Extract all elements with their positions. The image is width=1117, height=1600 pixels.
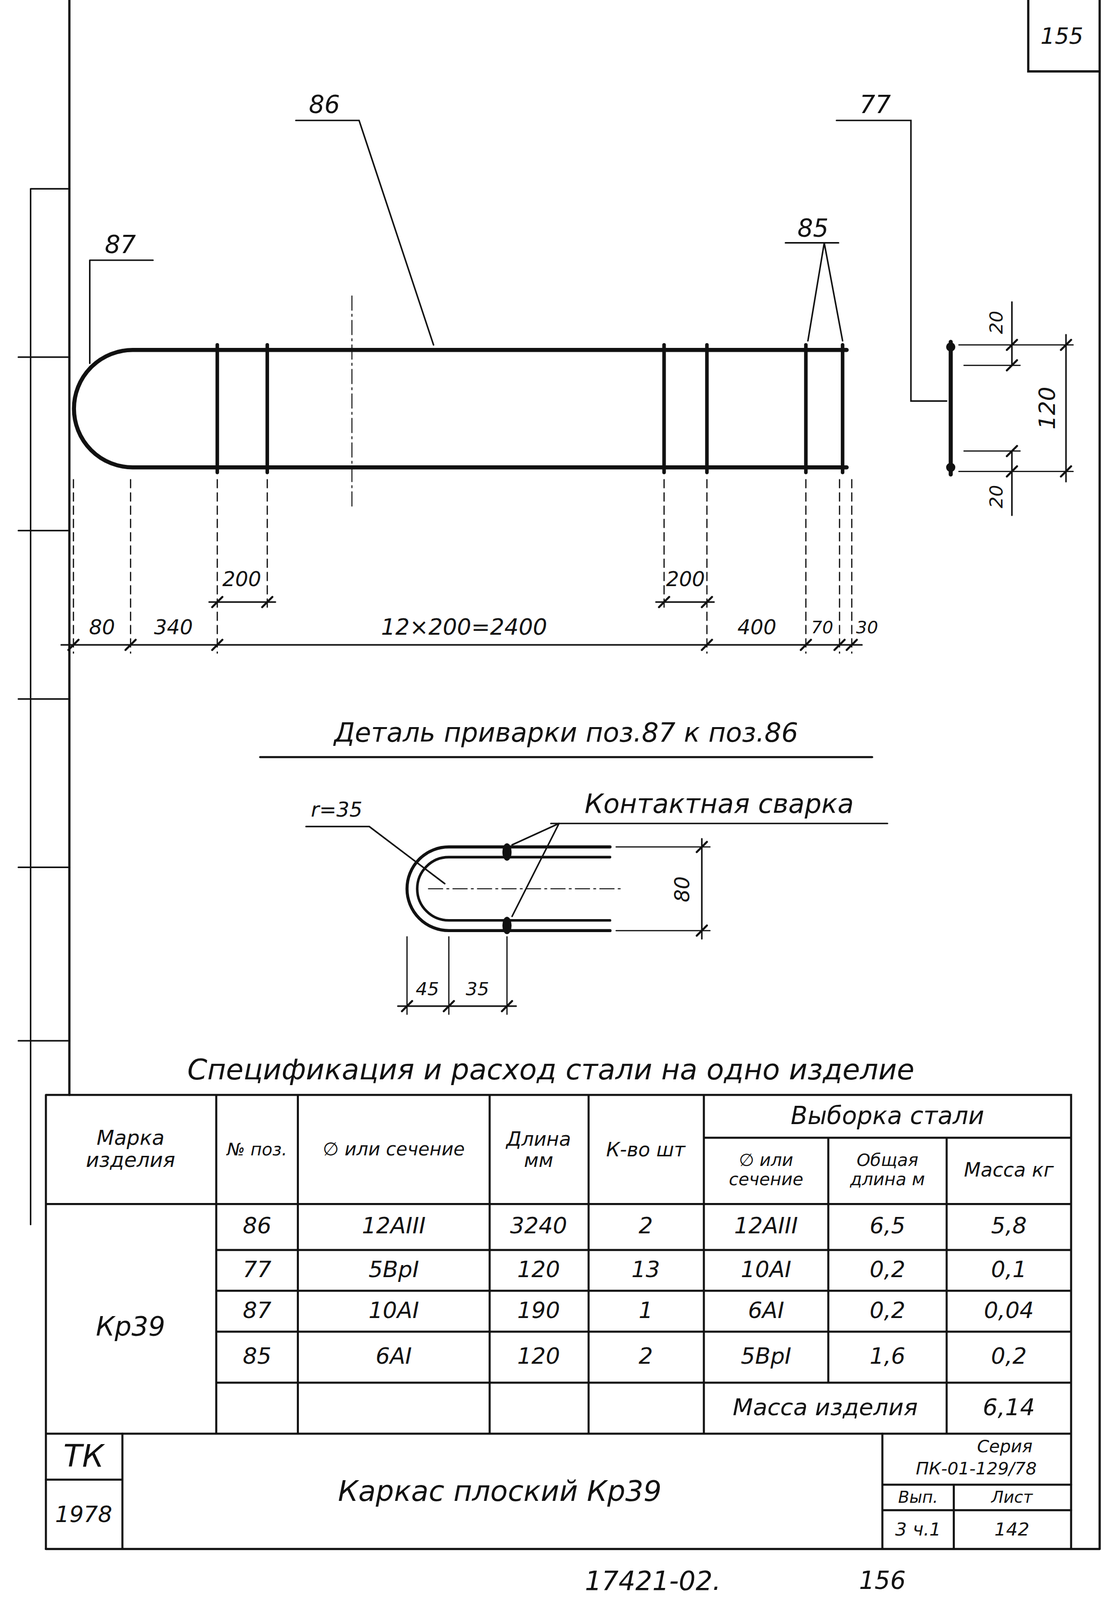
table-cell: 87 [242,1298,271,1323]
table-cell: 5ВрI [368,1257,420,1283]
dimension: 20 [986,310,1007,335]
title-block-cell: 142 [994,1519,1030,1541]
table-cell: 6АI [375,1344,412,1369]
table-cell: 190 [517,1298,561,1323]
bar-dot [946,463,955,472]
table-grid [45,1094,1071,1550]
leader-line [306,823,888,917]
table-cell: 0,1 [990,1257,1027,1283]
weld-point [502,844,512,861]
table-header: ∅ или сечение [707,1151,825,1190]
callout-number: 77 [859,91,891,119]
table-cell: 6,14 [982,1394,1036,1421]
title-block-cell: 3 ч.1 [895,1519,941,1541]
dimension: 20 [986,485,1007,509]
table-cell: 0,2 [990,1344,1027,1369]
dimension-tick [401,841,707,1012]
table-cell: 0,04 [983,1298,1034,1323]
title-block-cell: ПК-01-129/78 [915,1459,1037,1479]
page-number: 156 [859,1567,906,1595]
extension-line [73,479,852,654]
leader-line [89,120,947,401]
note: Контактная сварка [584,789,854,819]
center-line [351,295,353,511]
callout-number: 85 [797,215,829,243]
table-cell: Кр39 [95,1311,166,1341]
frame [45,0,1100,1550]
table-cell: 86 [242,1213,271,1239]
page-number: 155 [1040,24,1084,50]
table-cell: 1 [638,1298,654,1323]
title-block-cell: Серия [976,1437,1033,1457]
dimension: 120 [1035,386,1060,430]
title-block-cell: ТК [63,1439,104,1474]
title-block-cell: Лист [991,1488,1033,1507]
dimension: 70 [811,617,834,638]
dimension: 35 [465,979,490,1000]
table-cell: 0,2 [869,1257,906,1283]
table-cell: 2 [638,1213,654,1239]
table-header: Длина мм [493,1128,584,1172]
table-cell: 0,2 [869,1298,906,1323]
table-cell: 13 [631,1257,660,1283]
table-cell: 77 [242,1257,271,1283]
extension-line [407,847,711,1015]
drawing-title: Каркас плоский Кр39 [337,1475,662,1507]
table-cell: 5ВрI [740,1344,792,1369]
dimension-tick [68,597,857,651]
callout-number: 87 [104,231,137,259]
callout-number: 86 [308,91,341,119]
table-cell: 6АI [747,1298,784,1323]
table-cell: 120 [517,1257,561,1283]
cross-bar [217,345,843,473]
dimension-tick [1006,339,1072,477]
dimension-line [1012,302,1066,516]
table-cell: Масса изделия [732,1394,918,1421]
table-cell: 5,8 [990,1213,1027,1239]
table-cell: 3240 [510,1213,568,1239]
title-block-grid [45,1433,1071,1550]
table-cell: 12АIII [734,1213,798,1239]
table-header: Выборка стали [790,1102,985,1130]
title-block-cell: 1978 [54,1502,113,1528]
table-header: ∅ или сечение [301,1139,486,1160]
dimension: 200 [222,568,262,591]
table-cell: 1,6 [869,1344,906,1369]
heading: Деталь приварки поз.87 к поз.86 [333,718,798,748]
heading: Спецификация и расход стали на одно изде… [187,1054,915,1086]
table-header: Масса кг [952,1159,1066,1181]
margin-stamp [18,188,70,1225]
table-header: № поз. [220,1140,295,1160]
title-block-cell: Вып. [898,1488,938,1507]
table-cell: 2 [638,1344,654,1369]
dimension: 80 [89,616,116,639]
table-cell: 85 [242,1344,271,1369]
dimension-line [398,838,703,1007]
table-cell: 10АI [368,1298,420,1323]
dimension: 400 [737,616,777,639]
longitudinal-bar [74,349,848,468]
bar-dot [946,343,955,352]
weld-point [502,917,512,934]
section-bar [948,341,953,475]
table-header: К-во шт [594,1139,697,1161]
dimension: 30 [856,617,879,638]
table-cell: 12АIII [361,1213,426,1239]
dimension: r=35 [310,798,363,822]
dimension-line [61,602,862,645]
table-header: Марка изделия [51,1127,210,1172]
page-number: 17421-02. [584,1566,721,1596]
dimension: 200 [666,568,706,591]
dimension: 340 [154,616,193,639]
table-cell: 6,5 [869,1213,906,1239]
extension-line [958,345,1073,472]
dimension: 12×200=2400 [381,615,548,640]
table-cell: 120 [517,1344,561,1369]
heading-underline [260,756,873,758]
dimension: 45 [415,979,440,1000]
table-cell: 10АI [740,1257,792,1283]
dimension: 80 [671,876,694,903]
table-header: Общая длина м [831,1151,944,1190]
